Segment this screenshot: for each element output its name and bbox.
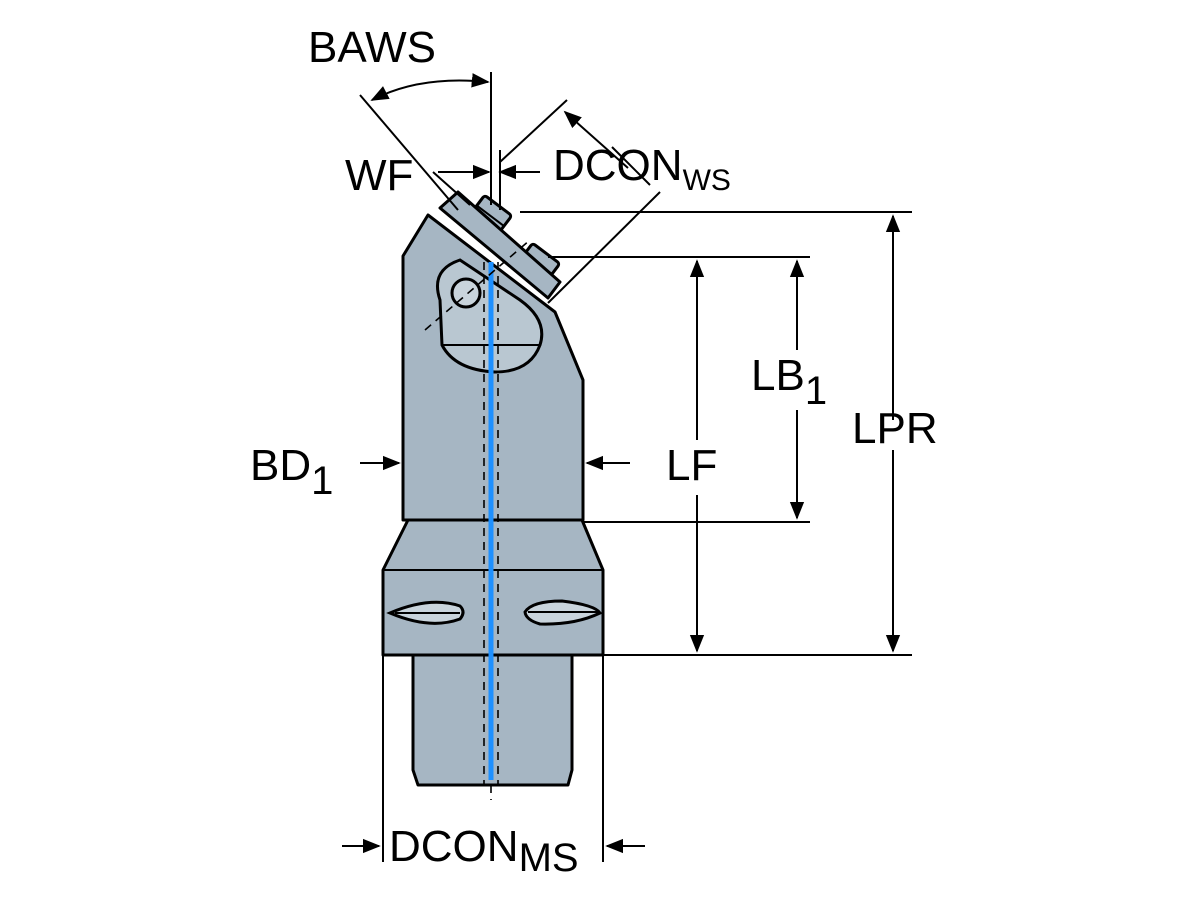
label-lb1: LB1 <box>751 351 827 413</box>
label-baws: BAWS <box>308 23 436 72</box>
clamp-screw-hole <box>450 277 482 309</box>
dcon-ws-arrow <box>563 110 629 169</box>
dcon-ws-ext-2 <box>547 191 661 304</box>
label-lf: LF <box>666 441 717 490</box>
label-lpr: LPR <box>852 404 938 453</box>
angled-axis <box>424 239 531 331</box>
label-dcon-ms: DCONMS <box>389 822 579 880</box>
baws-arc <box>370 73 490 101</box>
label-wf: WF <box>345 151 413 200</box>
label-bd1: BD1 <box>250 441 333 503</box>
dcon-ws-ext-1 <box>499 99 568 163</box>
label-dcon-ws: DCONWS <box>553 141 731 197</box>
cutting-unit-face <box>438 190 562 300</box>
